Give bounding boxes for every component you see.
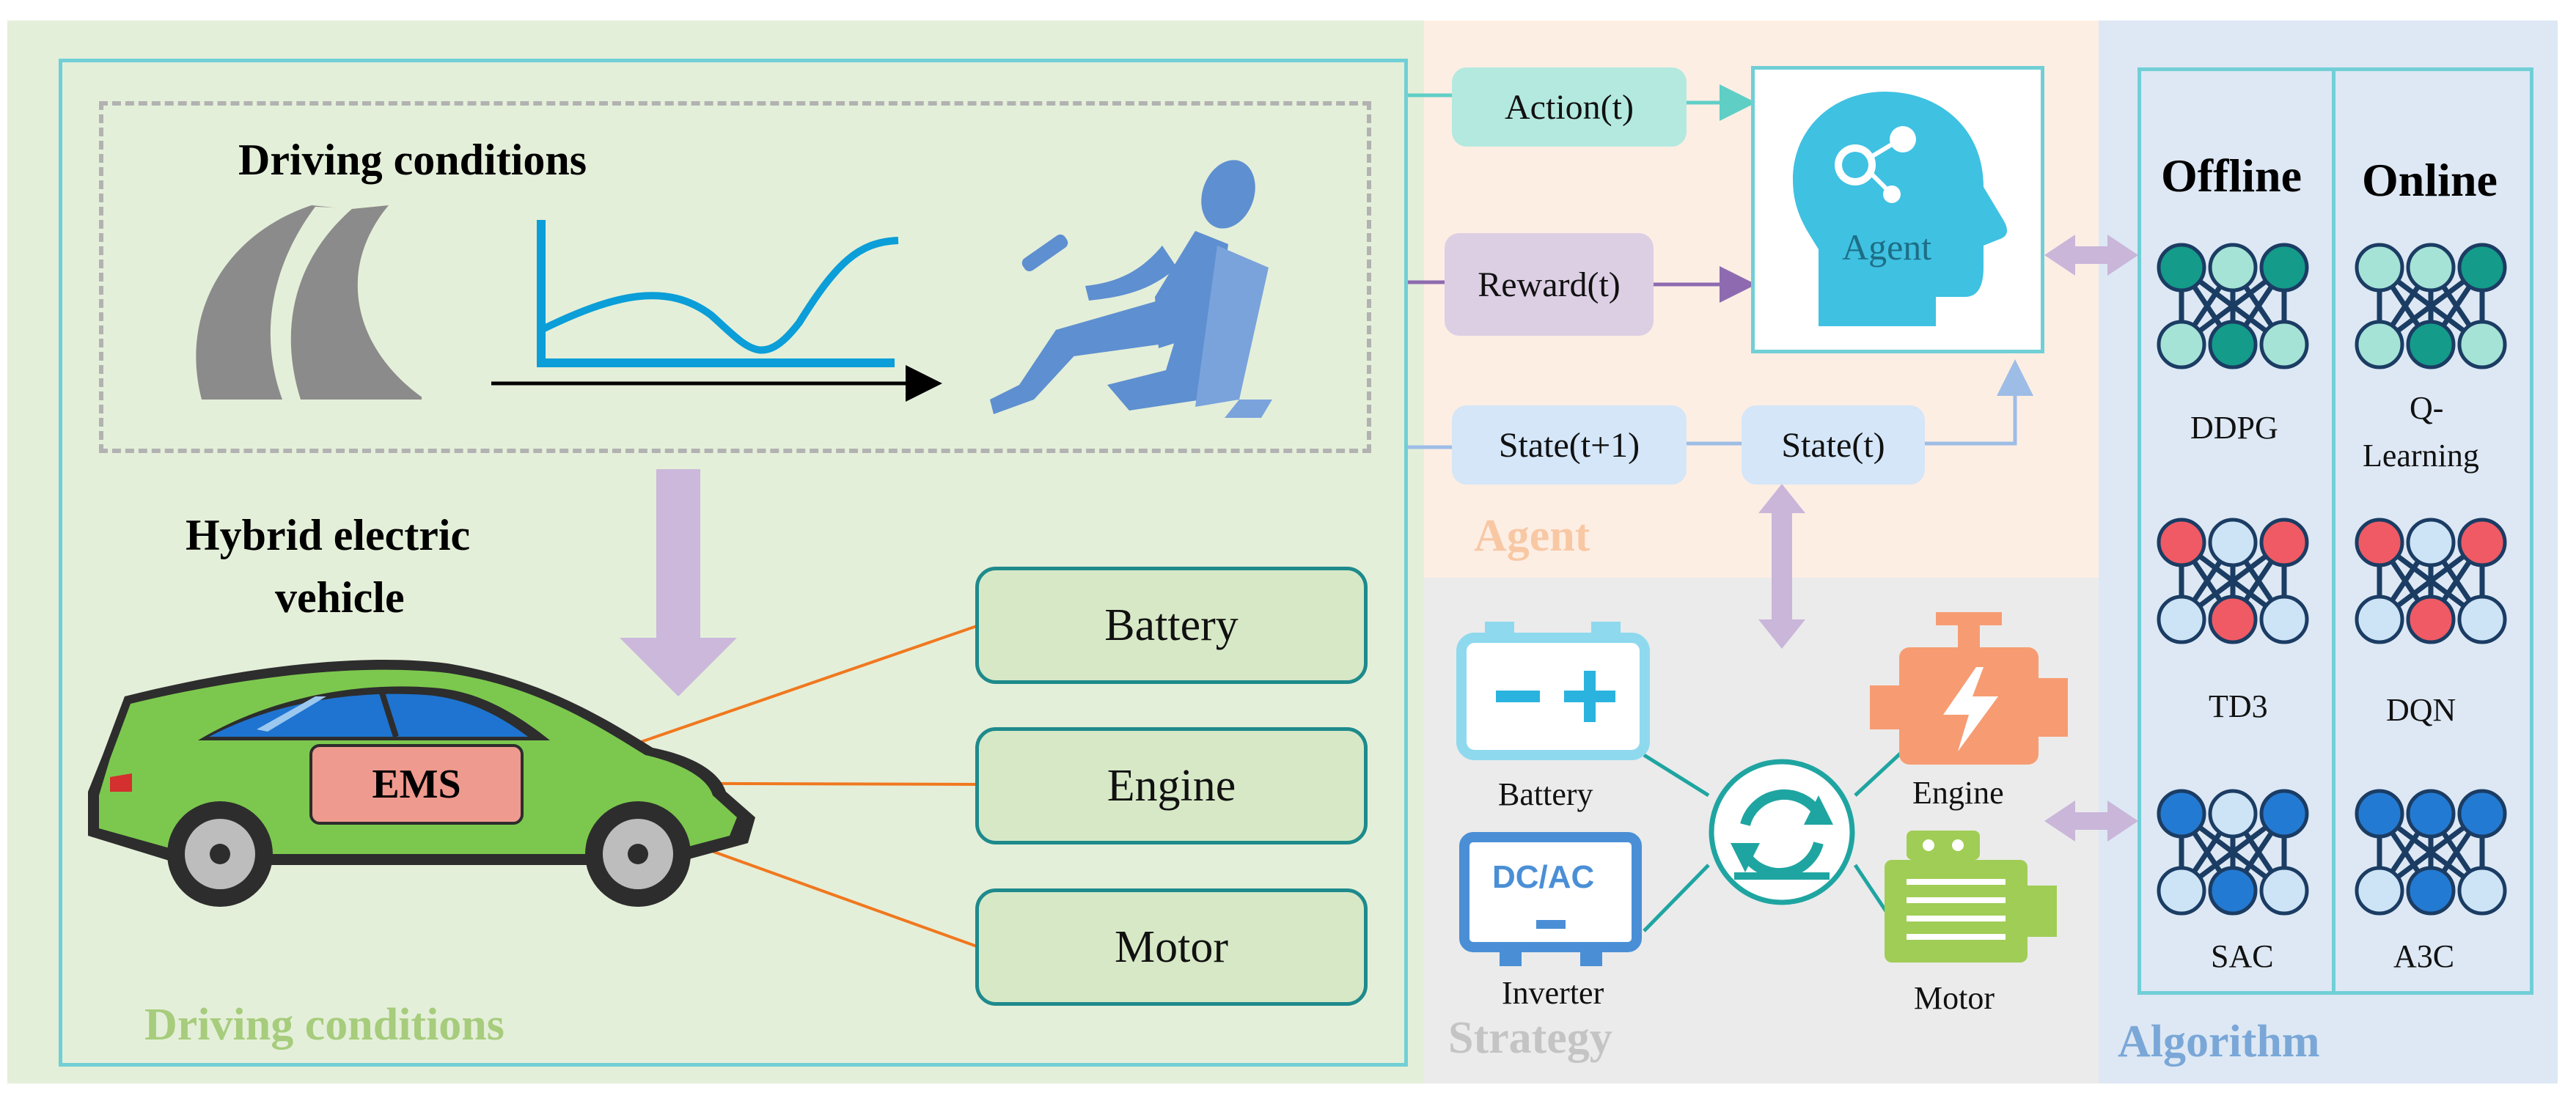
engine-icon <box>1870 612 2068 765</box>
strategy-algorithm-arrow <box>2044 801 2138 842</box>
offline-heading: Offline <box>2161 150 2302 202</box>
driving-down-arrow <box>620 469 737 696</box>
driving-frame <box>59 59 1408 1067</box>
neural-network-icon <box>2157 243 2309 369</box>
neural-network-icon <box>2355 243 2507 369</box>
state-next-box: State(t+1) <box>1452 405 1687 485</box>
engine-component-label: Engine <box>1107 760 1236 811</box>
vehicle-label-line1: Hybrid electric <box>186 511 471 559</box>
state-strategy-arrow <box>1758 484 1805 649</box>
action-box: Action(t) <box>1452 67 1687 147</box>
online-column-frame <box>2332 67 2533 995</box>
agent-section-label: Agent <box>1474 511 1590 561</box>
neural-network-icon <box>2157 789 2309 916</box>
ems-box: EMS <box>309 744 524 825</box>
offline-algorithm-1: DDPG <box>2190 410 2278 446</box>
curved-road-icon <box>196 205 422 400</box>
reward-label: Reward(t) <box>1478 265 1621 304</box>
engine-component-box: Engine <box>975 727 1368 844</box>
agent-label: Agent <box>1842 227 1932 268</box>
online-algorithm-1-line2: Learning <box>2363 438 2479 474</box>
ems-label: EMS <box>372 762 461 807</box>
online-algorithm-1-line1: Q- <box>2410 390 2444 426</box>
battery-component-box: Battery <box>975 567 1368 684</box>
inverter-dcac-text: DC/AC <box>1492 859 1595 895</box>
reward-connector <box>1408 266 1756 303</box>
driving-section-label: Driving conditions <box>144 1000 504 1050</box>
strategy-battery-label: Battery <box>1498 776 1593 812</box>
battery-icon <box>1456 622 1650 760</box>
strategy-section-label: Strategy <box>1448 1013 1612 1063</box>
motor-icon <box>1885 831 2057 963</box>
offline-algorithm-3: SAC <box>2211 938 2274 974</box>
strategy-engine-label: Engine <box>1912 775 2004 811</box>
online-algorithm-3: A3C <box>2393 938 2455 974</box>
hybrid-car-icon <box>88 660 755 907</box>
action-label: Action(t) <box>1505 87 1634 127</box>
strategy-hub-links <box>1643 746 1908 932</box>
agent-algorithm-arrow <box>2044 235 2138 276</box>
state-label: State(t) <box>1781 425 1885 465</box>
offline-algorithm-2: TD3 <box>2209 688 2268 724</box>
motor-component-box: Motor <box>975 888 1368 1006</box>
energy-cycle-icon <box>1709 759 1855 905</box>
state-next-label: State(t+1) <box>1498 425 1640 465</box>
inverter-icon <box>1459 832 1642 966</box>
state-connector <box>1408 359 2033 449</box>
speed-curve-icon <box>537 220 899 367</box>
motor-component-label: Motor <box>1115 921 1228 972</box>
online-heading: Online <box>2362 154 2498 206</box>
algorithm-section-label: Algorithm <box>2118 1017 2320 1067</box>
reward-box: Reward(t) <box>1445 233 1654 336</box>
action-connector <box>1408 84 1756 121</box>
online-algorithm-2: DQN <box>2386 692 2456 728</box>
vehicle-label-line2: vehicle <box>275 573 405 622</box>
neural-network-icon <box>2157 518 2309 644</box>
state-box: State(t) <box>1742 405 1925 485</box>
driving-conditions-dashed-box <box>99 101 1371 453</box>
driving-conditions-heading: Driving conditions <box>238 136 587 184</box>
strategy-motor-label: Motor <box>1914 980 1995 1016</box>
neural-network-icon <box>2355 518 2507 644</box>
strategy-inverter-label: Inverter <box>1502 975 1604 1011</box>
driver-seat-icon <box>990 160 1272 418</box>
agent-head-icon <box>1793 92 2007 326</box>
neural-network-icon <box>2355 789 2507 916</box>
battery-component-label: Battery <box>1104 600 1239 650</box>
